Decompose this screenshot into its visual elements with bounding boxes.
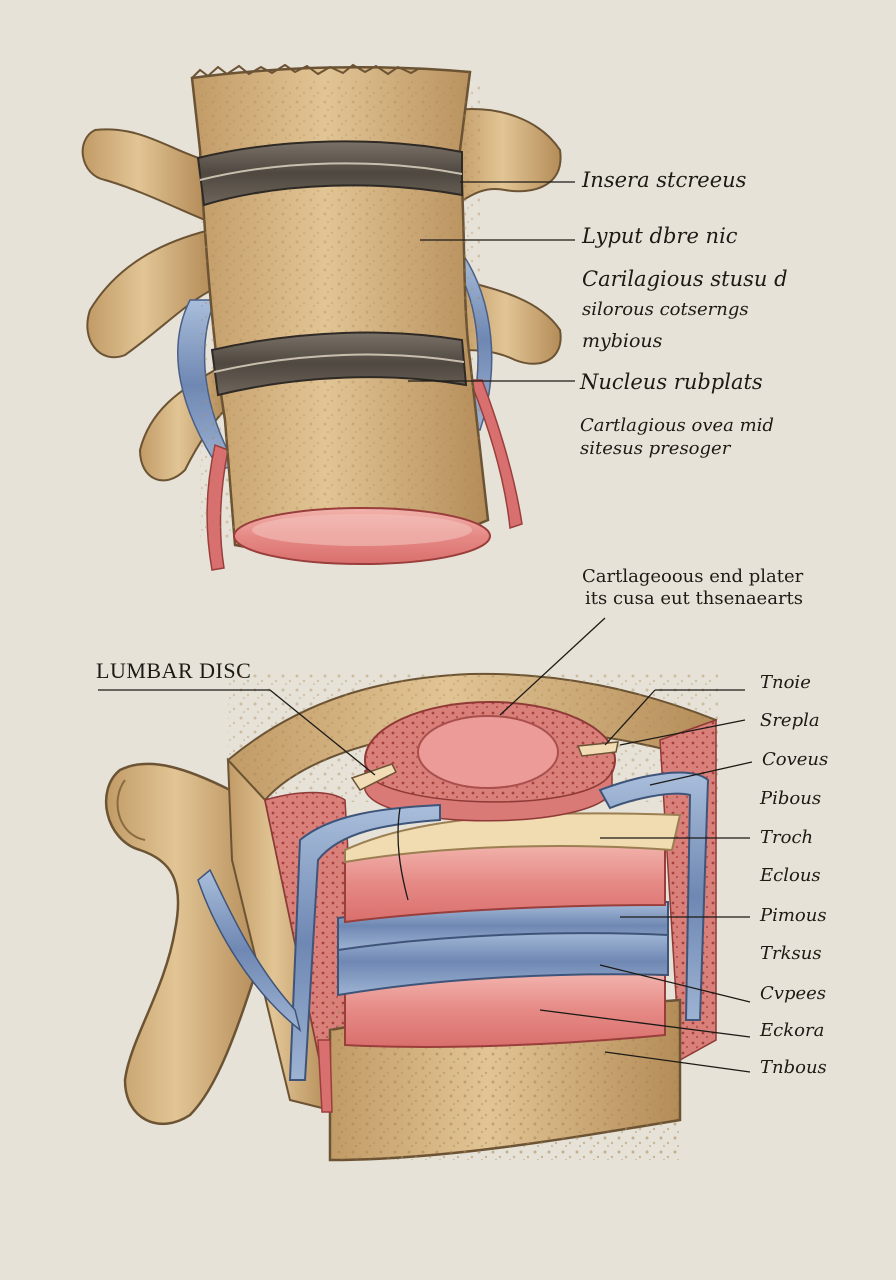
bottom-label-6: Eclous: [760, 865, 821, 886]
bottom-label-11: Tnbous: [760, 1057, 827, 1078]
leader-header: [499, 617, 606, 716]
bottom-label-7: Pimous: [760, 905, 827, 926]
top-vessel-right: [468, 379, 523, 530]
leader-srepla: [619, 719, 746, 746]
left-facet: [350, 763, 398, 791]
left-nerve-branch: [197, 868, 302, 1032]
vessel-bottom: [317, 1039, 333, 1113]
top-label-3a: Carilagious stusu d: [582, 267, 788, 291]
leader-tnbous: [604, 1051, 751, 1073]
bottom-title: LUMBAR DISC: [96, 658, 252, 683]
bottom-label-2: Srepla: [760, 710, 820, 731]
right-nerve-root: [598, 771, 710, 1021]
left-nerve-root: [288, 803, 441, 1081]
leader-cvpees: [599, 964, 751, 1003]
right-facet: [576, 741, 619, 757]
bottom-header-line1: Cartlageoous end plater: [582, 566, 804, 587]
leader-eckora: [539, 1009, 751, 1038]
upper-disc-ring: [196, 140, 463, 207]
cream-end-plate: [344, 812, 682, 864]
leader-coveus: [649, 761, 753, 786]
bottom-label-8: Trksus: [760, 943, 822, 964]
bottom-label-3: Coveus: [762, 749, 829, 770]
posterior-process: [104, 762, 262, 1126]
bottom-label-1: Tnoie: [760, 672, 811, 693]
top-label-2: Lyput dbre nic: [582, 224, 738, 248]
bottom-label-9: Cvpees: [760, 983, 827, 1004]
top-label-3c: mybious: [582, 330, 663, 352]
left-transverse-process: [81, 128, 206, 222]
bottom-label-10: Eckora: [760, 1020, 825, 1041]
rough-top-edge: [191, 63, 421, 79]
leader-nucleus-down: [397, 807, 409, 901]
lower-disc-ring: [210, 331, 468, 397]
top-label-3b: silorous cotserngs: [582, 299, 749, 320]
top-leader-lines: [408, 181, 575, 382]
top-label-5b: sitesus presoger: [580, 438, 731, 459]
top-label-1: Insera stcreeus: [582, 168, 747, 192]
bottom-header-line2: its cusa eut thsenaearts: [585, 588, 804, 609]
upper-disc-line: [199, 162, 463, 181]
lower-disc-line: [213, 353, 465, 373]
top-label-5a: Cartlagious ovea mid: [580, 415, 774, 436]
bottom-label-4: Pibous: [760, 788, 822, 809]
nucleus-pulposus: [417, 715, 559, 789]
top-vertebra: [81, 63, 562, 571]
bottom-leader-lines: [98, 617, 753, 1073]
left-spinous-process: [86, 228, 214, 359]
top-label-4: Nucleus rubplats: [580, 370, 763, 394]
lumbar-disc-block: [104, 672, 718, 1162]
bottom-label-5: Troch: [760, 827, 814, 848]
